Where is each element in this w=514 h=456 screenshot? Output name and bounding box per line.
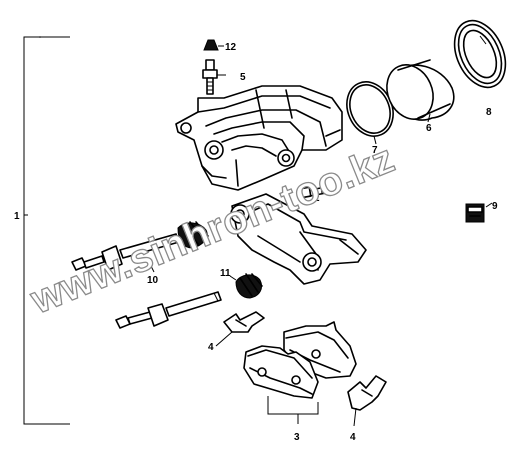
bleeder-bolt-part	[298, 186, 327, 199]
callout-12: 12	[225, 42, 237, 53]
wear-indicator-part	[465, 203, 485, 223]
callout-4-left: 4	[208, 342, 214, 353]
guide-pin-lower	[115, 291, 222, 329]
bleed-screw-part	[202, 59, 226, 95]
callout-6: 6	[426, 123, 432, 134]
piston-part	[386, 59, 455, 121]
dust-boot-part	[453, 19, 507, 89]
callout-10: 10	[147, 275, 159, 286]
callout-8: 8	[486, 107, 492, 118]
guide-pin-upper	[71, 221, 209, 271]
callout-9: 9	[492, 201, 498, 212]
guide-pin-boot	[235, 273, 263, 299]
brake-pads-part	[243, 321, 357, 424]
anti-rattle-clip-left	[223, 311, 265, 333]
caliper-carrier-bracket	[230, 193, 367, 285]
callout-3: 3	[294, 432, 300, 443]
bleed-cap-part	[203, 39, 224, 51]
callout-2: 2	[314, 193, 320, 204]
callout-labels: 1 2 3 4 4 5 6 7 8 9 10 11 12	[14, 42, 498, 443]
caliper-housing	[175, 85, 343, 191]
callout-11: 11	[220, 268, 231, 279]
leader-lines	[24, 35, 493, 427]
callout-4-right: 4	[350, 432, 356, 443]
callout-5: 5	[240, 72, 246, 83]
assembly-bracket	[23, 36, 70, 425]
anti-rattle-clip-right	[347, 375, 387, 411]
callout-1: 1	[14, 211, 20, 222]
callout-7: 7	[372, 145, 378, 156]
